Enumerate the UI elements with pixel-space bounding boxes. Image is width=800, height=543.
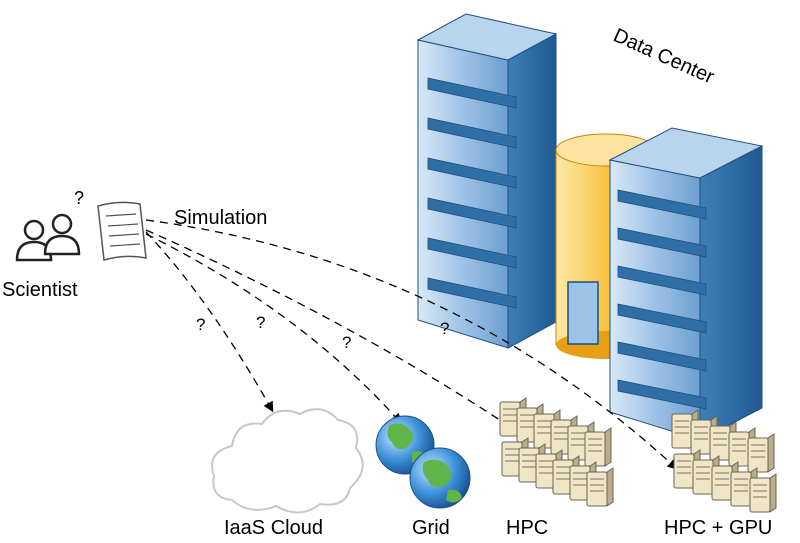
question-mark: ? — [196, 315, 205, 334]
server-unit-side — [769, 473, 777, 513]
grid-label: Grid — [412, 517, 450, 538]
server-unit — [728, 431, 750, 467]
server-unit — [692, 459, 714, 495]
server-unit-side — [767, 433, 775, 473]
server-tower-icon — [416, 13, 558, 349]
server-unit — [730, 471, 752, 507]
server-unit — [690, 419, 712, 455]
server-unit — [709, 425, 731, 461]
server-tower-icon — [608, 127, 764, 441]
server-unit — [749, 477, 771, 513]
server-unit — [673, 453, 695, 489]
arrow-to-hpc-gpu — [145, 219, 678, 470]
server-unit — [671, 413, 693, 449]
hpc-gpu-label: HPC + GPU — [664, 517, 772, 538]
iaas-cloud-label: IaaS Cloud — [224, 517, 323, 538]
hpc-label: HPC — [506, 517, 548, 538]
users-icon — [15, 213, 81, 262]
dashed-arrows — [145, 219, 678, 470]
question-mark: ? — [440, 319, 449, 338]
globe-icon — [409, 447, 471, 509]
scientist-label: Scientist — [2, 279, 78, 301]
question-mark: ? — [74, 188, 84, 208]
server-unit — [711, 465, 733, 501]
question-mark: ? — [256, 313, 265, 332]
arrow-to-grid — [145, 233, 402, 424]
server-unit-side — [606, 467, 614, 507]
document-icon — [97, 201, 147, 261]
server-unit — [747, 437, 769, 473]
arrow-to-hpc — [145, 229, 521, 434]
server-rack-icon — [499, 397, 614, 507]
data-center-label: Data Center — [610, 24, 718, 88]
server-unit — [586, 471, 608, 507]
arrow-to-cloud — [145, 231, 274, 413]
server-unit — [584, 431, 606, 467]
server-rack-icon — [671, 409, 777, 513]
question-mark: ? — [342, 333, 351, 352]
cloud-icon — [211, 408, 364, 514]
simulation-label: Simulation — [174, 207, 267, 229]
server-unit-side — [604, 427, 612, 467]
